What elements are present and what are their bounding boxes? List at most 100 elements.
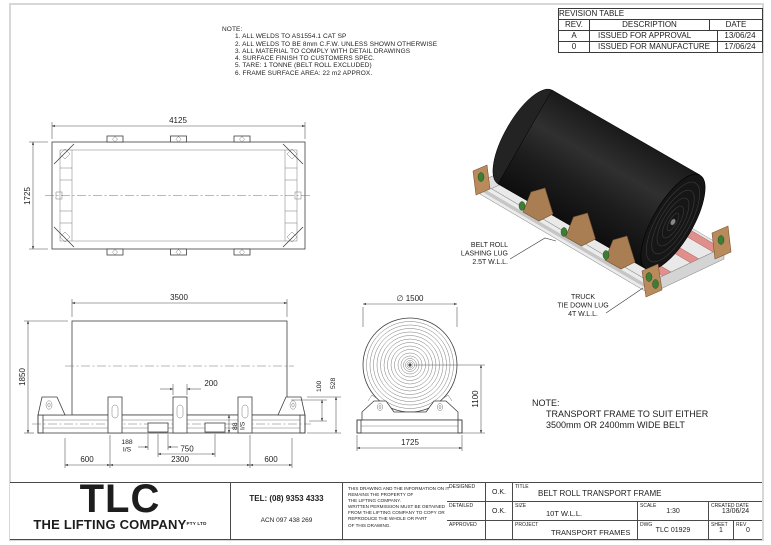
lashing-lug-label-line: BELT ROLL xyxy=(471,242,508,249)
belt-roll-cylinder xyxy=(492,88,706,271)
side-view-drawing: ∅ 1500 1100 1725 xyxy=(356,294,485,451)
dim-188-note: I/S xyxy=(123,447,132,454)
dim-750: 750 xyxy=(180,445,194,454)
dim-front-height: 1850 xyxy=(18,368,27,386)
note-item: 1. ALL WELDS TO AS1554.1 CAT SP xyxy=(235,33,347,41)
lashing-tabs-bottom xyxy=(106,248,251,256)
dim-600-right: 600 xyxy=(264,455,278,464)
created-date-value: 13/06/24 xyxy=(721,508,750,515)
project-label: PROJECT xyxy=(515,522,539,528)
acn-number: ACN 097 438 269 xyxy=(260,517,313,524)
size-label: SIZE xyxy=(515,503,527,509)
note-item: 4. SURFACE FINISH TO CUSTOMERS SPEC. xyxy=(235,55,375,63)
front-view-drawing: 3500 1850 200 100 528 188 I/S 750 88 I/S xyxy=(18,293,341,468)
notes-label: NOTE: xyxy=(222,26,243,33)
lashing-tabs-top xyxy=(106,135,251,143)
fork-pocket xyxy=(204,422,226,433)
contact-cell: TEL: (08) 9353 4333 ACN 097 438 269 xyxy=(230,483,342,539)
date-cell: 17/06/24 xyxy=(724,42,756,51)
note-item: 2. ALL WELDS TO BE 8mm C.F.W. UNLESS SHO… xyxy=(235,40,438,48)
front-view-geometry xyxy=(32,320,311,434)
size-value: 10T W.L.L. xyxy=(546,509,583,518)
top-view-dimensions: 4125 1725 xyxy=(23,116,306,250)
top-view-drawing: 4125 1725 xyxy=(23,116,312,256)
company-suffix: PTY LTD xyxy=(186,521,207,526)
dim-188: 188 xyxy=(121,439,133,446)
project-value: TRANSPORT FRAMES xyxy=(551,528,631,537)
dim-top-width: 4125 xyxy=(169,116,187,125)
designed-label: DESIGNED xyxy=(449,484,476,490)
table-row: 0 ISSUED FOR MANUFACTURE 17/06/24 xyxy=(559,41,762,52)
detailed-label: DETAILED xyxy=(449,503,474,509)
dim-chock-width: 200 xyxy=(204,379,218,388)
revision-table: REVISION TABLE REV. DESCRIPTION DATE A I… xyxy=(558,8,763,53)
disclaimer-cell: THIS DRAWING AND THE INFORMATION ON IT R… xyxy=(342,483,457,539)
dim-1100: 1100 xyxy=(471,390,480,408)
rev-cell: 0 xyxy=(559,42,590,52)
col-header-rev: REV. xyxy=(559,20,590,30)
lashing-lugs xyxy=(477,172,725,289)
rev-value: 0 xyxy=(746,527,750,534)
tie-down-label-line: TIE DOWN LUG xyxy=(557,303,608,310)
col-header-description: DESCRIPTION xyxy=(590,20,710,30)
note-item: 6. FRAME SURFACE AREA: 22 m2 APPROX. xyxy=(235,69,373,77)
scale-label: SCALE xyxy=(640,503,657,509)
isometric-view: BELT ROLL LASHING LUG 2.5T W.L.L. TRUCK … xyxy=(461,88,732,318)
title-block: TLC THE LIFTING COMPANYPTY LTD TEL: (08)… xyxy=(10,479,762,540)
description-cell: ISSUED FOR MANUFACTURE xyxy=(590,42,718,52)
note-item: 5. TARE: 1 TONNE (BELT ROLL EXCLUDED) xyxy=(235,62,372,70)
rev-cell: A xyxy=(559,31,590,41)
dwg-number: TLC 01929 xyxy=(655,527,691,534)
rev-label: REV xyxy=(736,522,747,528)
main-note-line: TRANSPORT FRAME TO SUIT EITHER xyxy=(546,409,709,419)
lashing-lug-label-line: 2.5T W.L.L. xyxy=(472,259,508,266)
cradle-chocks xyxy=(522,187,636,270)
phone-number: TEL: (08) 9353 4333 xyxy=(249,494,324,503)
company-name: THE LIFTING COMPANYPTY LTD xyxy=(33,517,207,532)
title-label: TITLE xyxy=(515,484,529,490)
designed-value: O.K. xyxy=(491,489,506,496)
side-view-dimensions: ∅ 1500 1100 1725 xyxy=(356,294,485,451)
frame-cross-section xyxy=(356,394,463,434)
dim-diameter: ∅ 1500 xyxy=(397,294,425,303)
revision-table-title: REVISION TABLE xyxy=(559,9,625,18)
roll-core-hole xyxy=(670,218,676,226)
dim-528: 528 xyxy=(330,377,337,389)
upright-chocks xyxy=(107,396,253,434)
main-note: NOTE: TRANSPORT FRAME TO SUIT EITHER 350… xyxy=(532,398,708,431)
detailed-value: O.K. xyxy=(491,508,506,515)
notes-block: NOTE: 1. ALL WELDS TO AS1554.1 CAT SP 2.… xyxy=(222,26,437,77)
dim-top-height: 1725 xyxy=(23,187,32,205)
corner-lug-brackets xyxy=(37,396,306,416)
note-item: 3. ALL MATERIAL TO COMPLY WITH DETAIL DR… xyxy=(235,47,411,55)
front-view-dimensions: 3500 1850 200 100 528 188 I/S 750 88 I/S xyxy=(18,293,341,468)
dim-88-note: I/S xyxy=(240,421,247,430)
date-cell: 13/06/24 xyxy=(724,31,756,40)
dim-100: 100 xyxy=(316,380,323,392)
page-border xyxy=(9,3,764,541)
dim-600-left: 600 xyxy=(80,455,94,464)
col-header-date: DATE xyxy=(725,20,747,29)
main-note-label: NOTE: xyxy=(532,398,560,408)
iso-callouts: BELT ROLL LASHING LUG 2.5T W.L.L. TRUCK … xyxy=(461,237,644,318)
description-cell: ISSUED FOR APPROVAL xyxy=(590,31,718,41)
tie-down-label-line: 4T W.L.L. xyxy=(568,311,598,318)
sheet-value: 1 xyxy=(719,527,723,534)
approved-label: APPROVED xyxy=(449,522,477,528)
table-row: A ISSUED FOR APPROVAL 13/06/24 xyxy=(559,30,762,41)
sheet-label: SHEET xyxy=(711,522,728,528)
tie-down-label-line: TRUCK xyxy=(571,294,595,301)
main-note-line: 3500mm OR 2400mm WIDE BELT xyxy=(546,420,685,430)
frame-plan-geometry xyxy=(45,135,312,256)
scale-value: 1:30 xyxy=(666,508,680,515)
dim-88: 88 xyxy=(232,422,239,430)
dim-1725: 1725 xyxy=(401,438,419,447)
dwg-label: DWG xyxy=(640,522,653,528)
revision-table-header: REV. DESCRIPTION DATE xyxy=(559,19,762,30)
fork-pocket xyxy=(147,422,169,433)
